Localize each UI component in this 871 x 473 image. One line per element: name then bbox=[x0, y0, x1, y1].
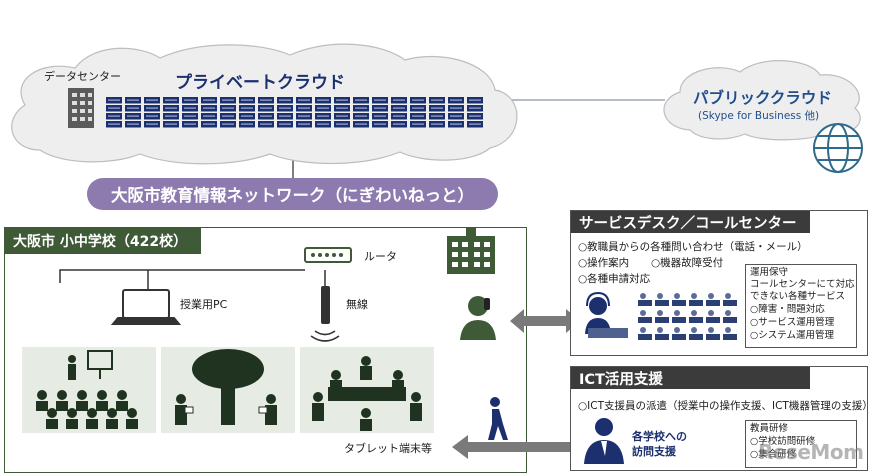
operator-icon bbox=[672, 327, 686, 340]
ops-line-3: できない各種サービス bbox=[750, 291, 846, 302]
operator-icon bbox=[689, 293, 703, 306]
operator-icon bbox=[638, 327, 652, 340]
training-line-1: 教員研修 bbox=[750, 423, 789, 434]
operator-icon bbox=[706, 327, 720, 340]
server-unit bbox=[448, 97, 464, 128]
school-building-icon bbox=[447, 228, 495, 274]
watermark: ReseMom bbox=[758, 440, 864, 464]
service-desk-header: サービスデスク／コールセンター bbox=[571, 211, 810, 233]
two-way-arrow bbox=[510, 309, 580, 333]
operator-icon bbox=[689, 310, 703, 323]
server-rack bbox=[106, 97, 483, 128]
ops-line-5: ○サービス運用管理 bbox=[750, 317, 835, 328]
scene-group-work bbox=[300, 347, 434, 433]
server-unit bbox=[334, 97, 350, 128]
server-unit bbox=[429, 97, 445, 128]
public-cloud-title: パブリッククラウド bbox=[693, 89, 832, 107]
service-desk-item-4: ○各種申請対応 bbox=[578, 273, 651, 285]
server-unit bbox=[353, 97, 369, 128]
wireless-ap-icon bbox=[310, 286, 340, 342]
operator-icon bbox=[638, 310, 652, 323]
laptop-icon bbox=[110, 289, 182, 325]
operator-icon bbox=[672, 293, 686, 306]
operators-group bbox=[585, 291, 737, 340]
private-cloud-shape bbox=[11, 43, 518, 165]
operator-icon bbox=[723, 310, 737, 323]
service-desk-item-2: ○操作案内 bbox=[578, 257, 630, 269]
network-banner: 大阪市教育情報ネットワーク（にぎわいねっと） bbox=[87, 178, 498, 210]
server-unit bbox=[372, 97, 388, 128]
training-box bbox=[745, 420, 857, 468]
server-unit bbox=[467, 97, 483, 128]
network-label: 大阪市教育情報ネットワーク（にぎわいねっと） bbox=[111, 186, 474, 205]
service-desk-item-1: ○教職員からの各種問い合わせ（電話・メール） bbox=[578, 241, 808, 253]
scene-lecture bbox=[22, 347, 156, 433]
server-unit bbox=[410, 97, 426, 128]
operator-icon bbox=[655, 310, 669, 323]
server-unit bbox=[391, 97, 407, 128]
visit-label-2: 訪問支援 bbox=[632, 445, 676, 458]
operator-icon bbox=[706, 310, 720, 323]
server-unit bbox=[239, 97, 255, 128]
operator-icon bbox=[723, 327, 737, 340]
training-line-2: ○学校訪問研修 bbox=[750, 436, 816, 447]
ops-line-1: 運用保守 bbox=[750, 267, 789, 278]
ops-box bbox=[745, 264, 857, 348]
server-unit bbox=[144, 97, 160, 128]
server-unit bbox=[201, 97, 217, 128]
tablet-label: タブレット端末等 bbox=[344, 442, 432, 455]
phone-user-icon bbox=[460, 296, 496, 340]
service-desk-item-3: ○機器故障受付 bbox=[651, 257, 724, 269]
ict-support-header: ICT活用支援 bbox=[571, 367, 810, 389]
router-icon bbox=[304, 247, 352, 263]
globe-icon bbox=[813, 123, 863, 173]
walking-person-icon bbox=[488, 397, 508, 440]
wireless-label: 無線 bbox=[346, 298, 368, 311]
building-icon bbox=[68, 88, 94, 128]
server-unit bbox=[220, 97, 236, 128]
pc-label: 授業用PC bbox=[180, 298, 228, 311]
public-cloud-shape bbox=[663, 60, 861, 141]
operator-icon bbox=[689, 327, 703, 340]
public-cloud-subtitle: (Skype for Business 他) bbox=[698, 110, 820, 122]
ict-support-header-label: ICT活用支援 bbox=[579, 371, 663, 388]
headset-operator-icon bbox=[585, 291, 628, 338]
operator-grid bbox=[638, 293, 737, 340]
cloud-diagram-layer bbox=[11, 43, 863, 180]
ops-line-6: ○システム運用管理 bbox=[750, 330, 835, 341]
left-arrow bbox=[452, 435, 582, 459]
support-staff-icon bbox=[584, 418, 624, 464]
operator-icon bbox=[723, 293, 737, 306]
operator-icon bbox=[672, 310, 686, 323]
server-unit bbox=[163, 97, 179, 128]
training-line-3: ○集合研修 bbox=[750, 449, 797, 460]
server-unit bbox=[315, 97, 331, 128]
server-unit bbox=[258, 97, 274, 128]
server-unit bbox=[125, 97, 141, 128]
schools-header-label: 大阪市 小中学校（422校） bbox=[13, 234, 188, 250]
operator-icon bbox=[655, 293, 669, 306]
server-unit bbox=[277, 97, 293, 128]
private-cloud-title: プライベートクラウド bbox=[175, 73, 345, 93]
server-unit bbox=[182, 97, 198, 128]
ops-line-4: ○障害・問題対応 bbox=[750, 304, 825, 315]
server-unit bbox=[296, 97, 312, 128]
ops-line-2: コールセンターにて対応 bbox=[750, 279, 855, 290]
router-label: ルータ bbox=[364, 250, 397, 263]
scene-outdoor bbox=[161, 347, 295, 433]
schools-header: 大阪市 小中学校（422校） bbox=[5, 228, 201, 254]
data-center-label: データセンター bbox=[44, 70, 121, 83]
operator-icon bbox=[655, 327, 669, 340]
ict-support-item: ○ICT支援員の派遣（授業中の操作支援、ICT機器管理の支援） bbox=[578, 400, 871, 412]
school-network-layer bbox=[59, 228, 508, 440]
visit-label-1: 各学校への bbox=[632, 430, 687, 443]
server-unit bbox=[106, 97, 122, 128]
operator-icon bbox=[706, 293, 720, 306]
operator-icon bbox=[638, 293, 652, 306]
service-desk-header-label: サービスデスク／コールセンター bbox=[579, 215, 797, 232]
